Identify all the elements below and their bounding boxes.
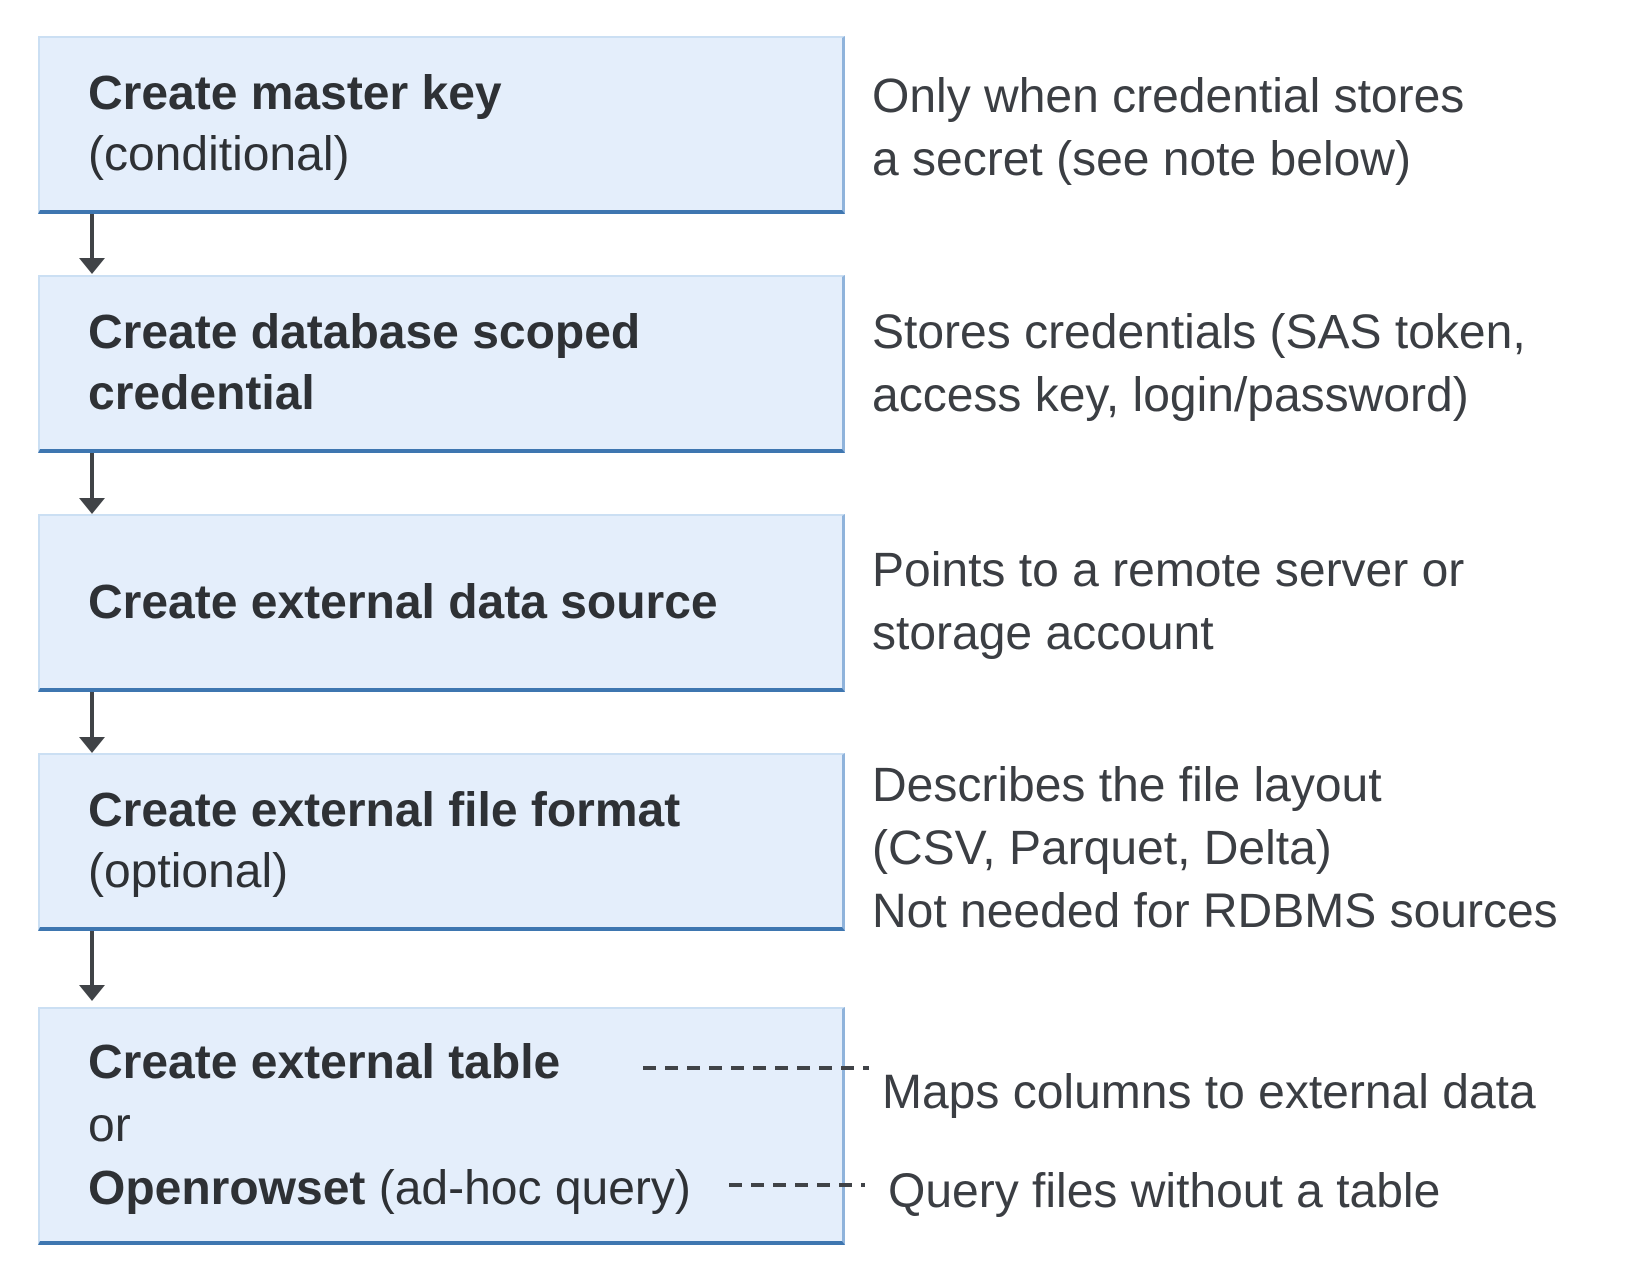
step-title: Create external data source [88, 575, 718, 629]
arrow-head [79, 498, 105, 514]
arrow-stem [90, 214, 94, 258]
arrow-head [79, 737, 105, 753]
step-box-create-database-scoped-credential: Create database scoped credential [38, 275, 845, 453]
option-openrowset: Openrowset (ad-hoc query) [88, 1157, 812, 1220]
step-box-create-master-key: Create master key (conditional) [38, 36, 845, 214]
step-title: Create database scoped credential [88, 306, 641, 420]
arrow-stem [90, 692, 94, 737]
step-box-create-external-data-source: Create external data source [38, 514, 845, 692]
or-label: or [88, 1098, 131, 1152]
step-title: Create master key [88, 67, 502, 120]
step-box-create-external-table-or-openrowset: Create external table or Openrowset (ad-… [38, 1007, 845, 1245]
note-external-file-format: Describes the file layout (CSV, Parquet,… [872, 759, 1558, 938]
step-qualifier: (optional) [88, 845, 289, 898]
option-create-external-table-label: Create external table [88, 1035, 561, 1089]
note-external-table: Maps columns to external data [882, 1066, 1536, 1119]
step-box-create-external-file-format: Create external file format (optional) [38, 753, 845, 931]
step-title: Create external file format [88, 784, 681, 837]
step-qualifier: (conditional) [88, 128, 350, 181]
arrow-stem [90, 453, 94, 498]
dashed-connector-openrowset [729, 1183, 865, 1187]
note-database-scoped-credential: Stores credentials (SAS token, access ke… [872, 306, 1526, 422]
arrow-head [79, 985, 105, 1001]
flow-arrow-down-icon [79, 214, 105, 274]
option-openrowset-qualifier: (ad-hoc query) [365, 1161, 691, 1215]
option-openrowset-label: Openrowset [88, 1161, 366, 1215]
note-external-data-source: Points to a remote server or storage acc… [872, 544, 1465, 660]
note-master-key: Only when credential stores a secret (se… [872, 70, 1465, 186]
flow-arrow-down-icon [79, 453, 105, 514]
flow-arrow-down-icon [79, 931, 105, 1001]
flow-arrow-down-icon [79, 692, 105, 753]
dashed-connector-external-table [643, 1066, 869, 1070]
arrow-head [79, 258, 105, 274]
arrow-stem [90, 931, 94, 985]
note-openrowset: Query files without a table [888, 1165, 1441, 1218]
option-create-external-table: Create external table [88, 1031, 812, 1094]
